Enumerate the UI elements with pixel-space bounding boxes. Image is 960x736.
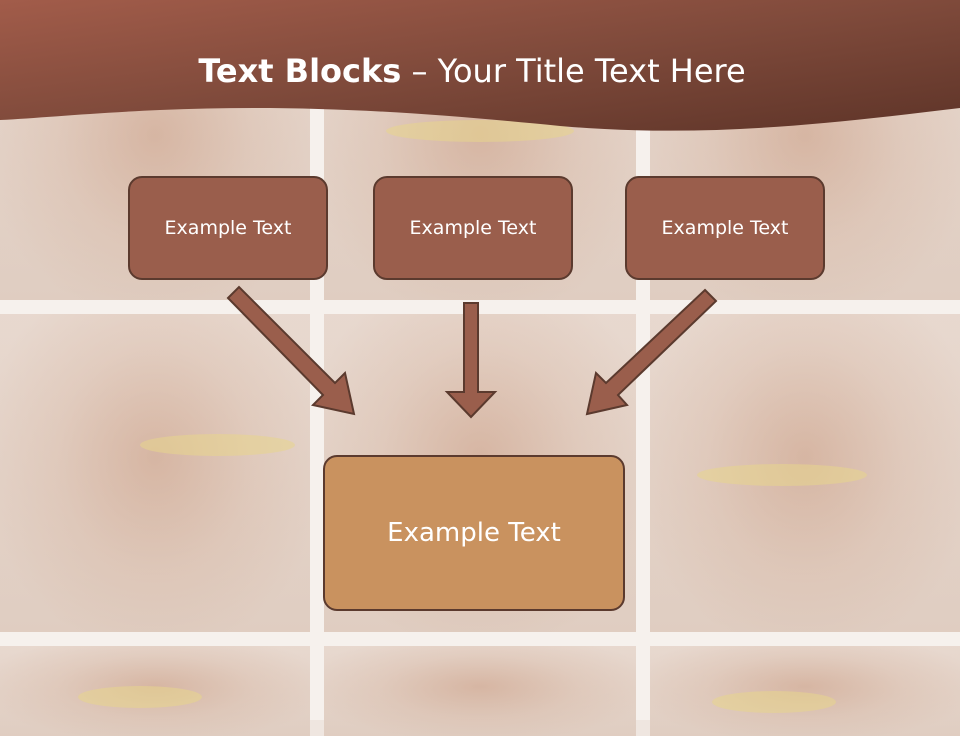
arrow-middle-icon [444, 302, 498, 419]
text-box-3[interactable]: Example Text [625, 176, 825, 280]
arrow-right-icon [585, 288, 718, 416]
text-box-3-label: Example Text [661, 217, 789, 239]
background-photo-tile [650, 314, 960, 632]
slide-title: Text Blocks – Your Title Text Here [0, 52, 944, 90]
text-box-1[interactable]: Example Text [128, 176, 328, 280]
arrow-left-icon [226, 285, 356, 416]
header-banner [0, 0, 960, 131]
title-rest: Your Title Text Here [437, 52, 746, 90]
title-bold: Text Blocks [198, 52, 402, 90]
arrows-layer [226, 285, 718, 419]
background-photo-tile [0, 314, 310, 632]
text-box-2[interactable]: Example Text [373, 176, 573, 280]
text-box-1-label: Example Text [164, 217, 292, 239]
text-box-2-label: Example Text [409, 217, 537, 239]
target-text-box[interactable]: Example Text [323, 455, 625, 611]
title-dash: – [401, 52, 438, 90]
target-text-box-label: Example Text [387, 518, 561, 548]
